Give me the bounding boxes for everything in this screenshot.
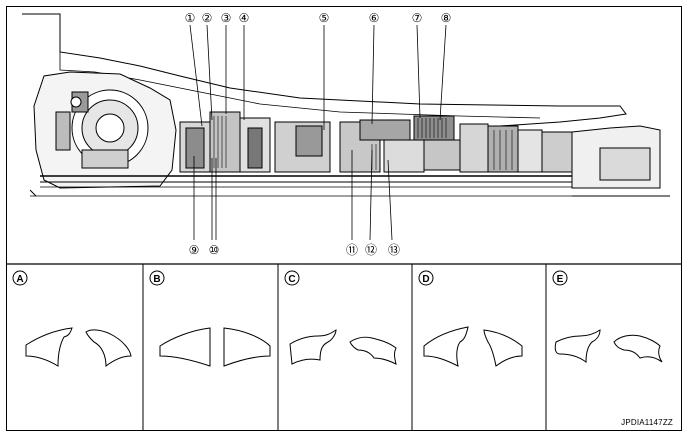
callouts-bottom: ⑨ ⑩ ⑪ ⑫ ⑬ <box>189 243 400 257</box>
callout-5: ⑤ <box>319 11 330 25</box>
callout-1: ① <box>185 11 196 25</box>
callout-4: ④ <box>239 11 250 25</box>
section-letter-c: C <box>288 274 295 285</box>
callouts-top: ① ② ③ ④ ⑤ ⑥ ⑦ ⑧ <box>185 11 452 25</box>
pump-seal <box>70 96 82 108</box>
ring-a-left <box>25 327 73 367</box>
section-grid <box>7 263 681 430</box>
ring-b-right <box>223 327 271 367</box>
ring-e-left <box>554 329 601 363</box>
section-letter-b: B <box>153 274 160 285</box>
housing-outline <box>22 13 627 129</box>
ring-b-left <box>159 327 211 367</box>
ring-shapes <box>25 326 663 367</box>
callout-9: ⑨ <box>189 243 200 257</box>
ring-c-left <box>289 329 337 365</box>
section-label-d: D <box>418 270 434 286</box>
callout-13: ⑬ <box>388 243 400 257</box>
section-letter-a: A <box>16 274 23 285</box>
transmission-cross-section <box>22 13 670 197</box>
ring-c-right <box>349 336 397 365</box>
callout-8: ⑧ <box>441 11 452 25</box>
figure-code: JPDIA1147ZZ <box>621 418 673 427</box>
callout-6: ⑥ <box>369 11 380 25</box>
callout-3: ③ <box>221 11 232 25</box>
section-letter-d: D <box>422 274 429 285</box>
figure-frame <box>6 6 682 431</box>
section-label-a: A <box>12 270 28 286</box>
callout-12: ⑫ <box>365 243 377 257</box>
ring-d-right <box>483 329 523 367</box>
section-label-c: C <box>284 270 300 286</box>
callout-10: ⑩ <box>209 243 220 257</box>
callout-7: ⑦ <box>412 11 423 25</box>
ring-e-right <box>613 334 663 363</box>
clutch-packs <box>179 111 573 173</box>
section-letter-e: E <box>557 274 564 285</box>
callout-11: ⑪ <box>346 243 358 257</box>
section-label-e: E <box>552 270 568 286</box>
callout-2: ② <box>202 11 213 25</box>
ring-d-left <box>423 326 469 367</box>
ring-a-right <box>85 329 132 367</box>
section-label-b: B <box>149 270 165 286</box>
callout-leaders <box>189 24 447 241</box>
